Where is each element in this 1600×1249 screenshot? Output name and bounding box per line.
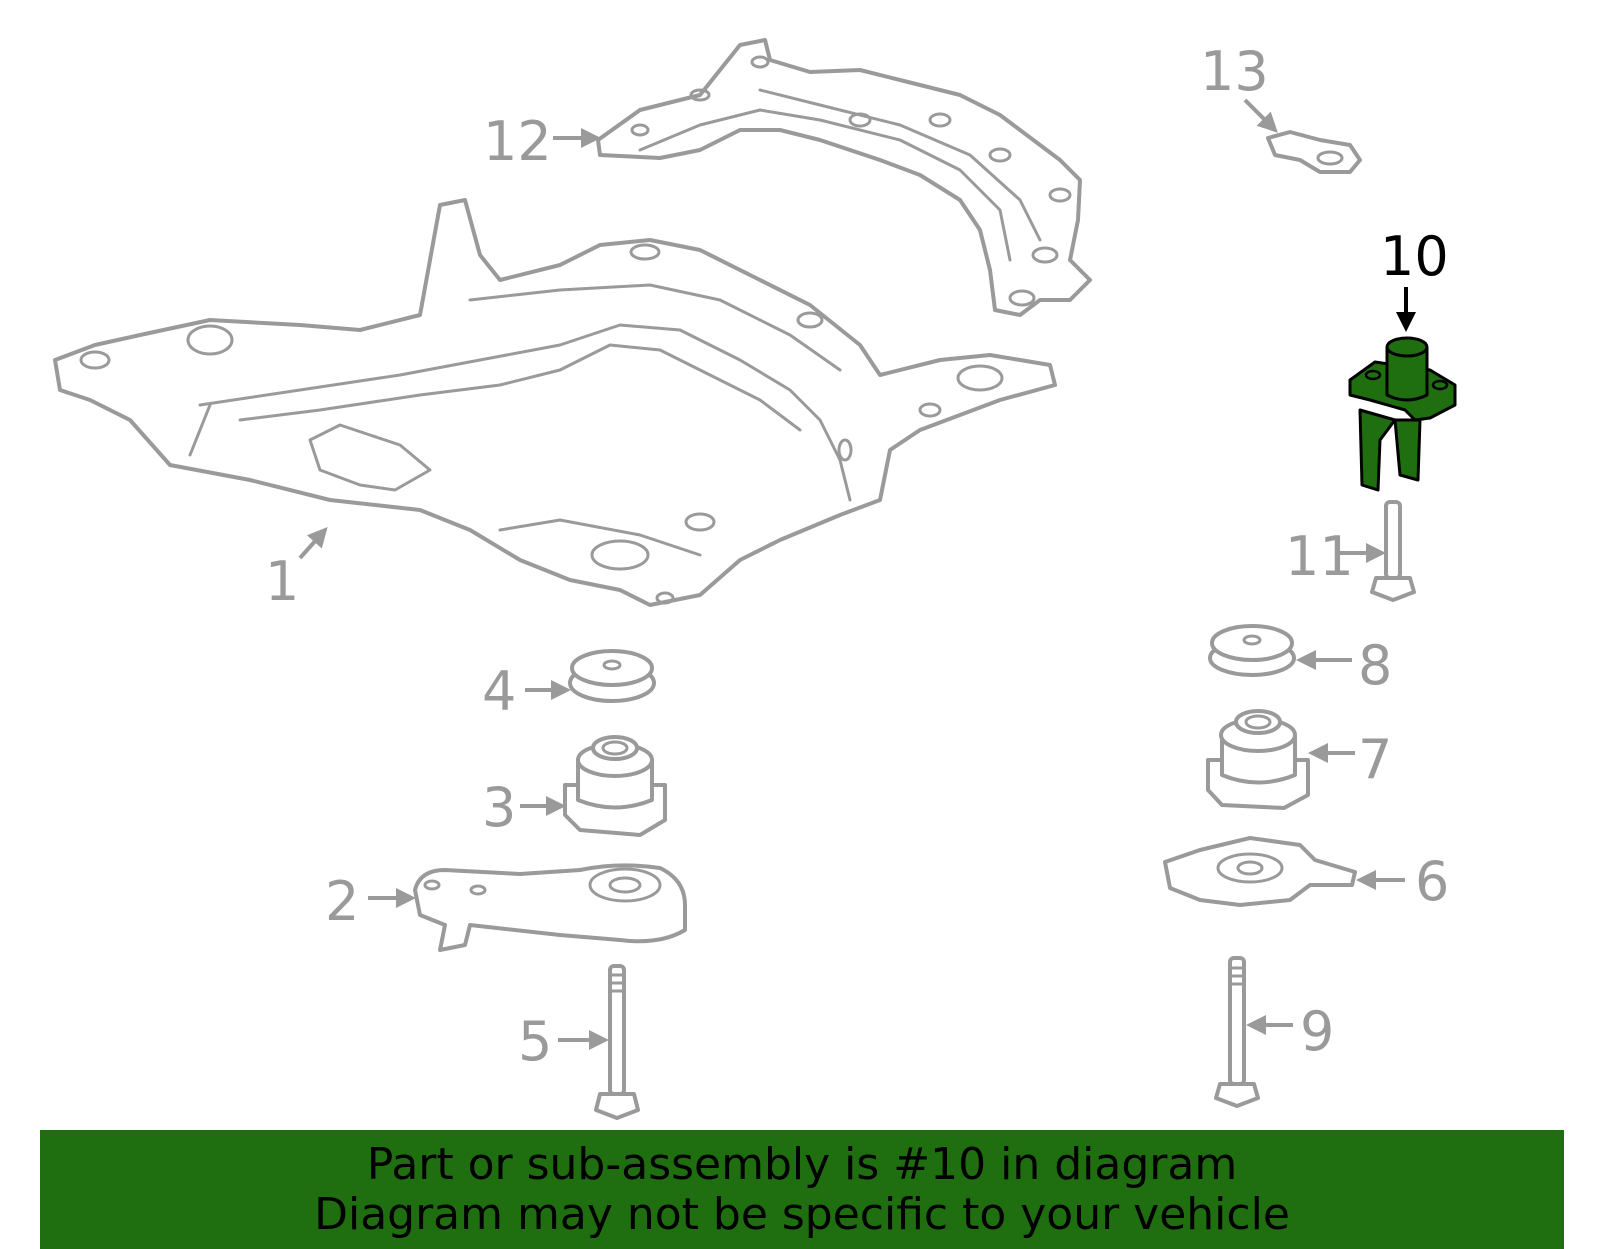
- callout-10: 10: [1380, 225, 1449, 288]
- callout-arrows: [298, 98, 1416, 1050]
- footer-banner: Part or sub-assembly is #10 in diagram D…: [40, 1130, 1564, 1249]
- part-7-bushing: [1206, 709, 1310, 810]
- part-10-mount-bracket: [1348, 336, 1457, 492]
- part-13-bracket: [1266, 130, 1362, 174]
- callout-13: 13: [1200, 40, 1269, 103]
- footer-line-1: Part or sub-assembly is #10 in diagram: [366, 1139, 1238, 1190]
- part-5-bolt: [594, 964, 640, 1120]
- callout-3: 3: [482, 776, 516, 839]
- part-1-subframe: [53, 198, 1057, 607]
- part-8-stopper: [1208, 624, 1296, 677]
- arrow-1: [298, 527, 328, 560]
- callout-8: 8: [1358, 634, 1392, 697]
- part-4-stopper: [568, 649, 656, 703]
- part-12-crossmember: [596, 38, 1092, 317]
- callout-2: 2: [325, 870, 359, 933]
- arrow-13: [1243, 98, 1278, 133]
- callout-7: 7: [1358, 728, 1392, 791]
- part-11-bolt: [1370, 500, 1416, 602]
- callout-9: 9: [1300, 1000, 1334, 1063]
- part-6-bracket: [1163, 836, 1357, 907]
- callout-12: 12: [483, 110, 552, 173]
- part-9-bolt: [1214, 956, 1260, 1108]
- part-3-bushing: [563, 735, 667, 837]
- callout-6: 6: [1415, 850, 1449, 913]
- part-2-torque-rod: [413, 863, 687, 952]
- callout-1: 1: [265, 550, 299, 613]
- callout-11: 11: [1285, 525, 1354, 588]
- callout-labels: 1 2 3 4 5 6 7 8 9 10 11 12 13: [265, 40, 1449, 1073]
- callout-4: 4: [482, 660, 516, 723]
- callout-5: 5: [518, 1010, 552, 1073]
- footer-line-2: Diagram may not be specific to your vehi…: [314, 1189, 1290, 1240]
